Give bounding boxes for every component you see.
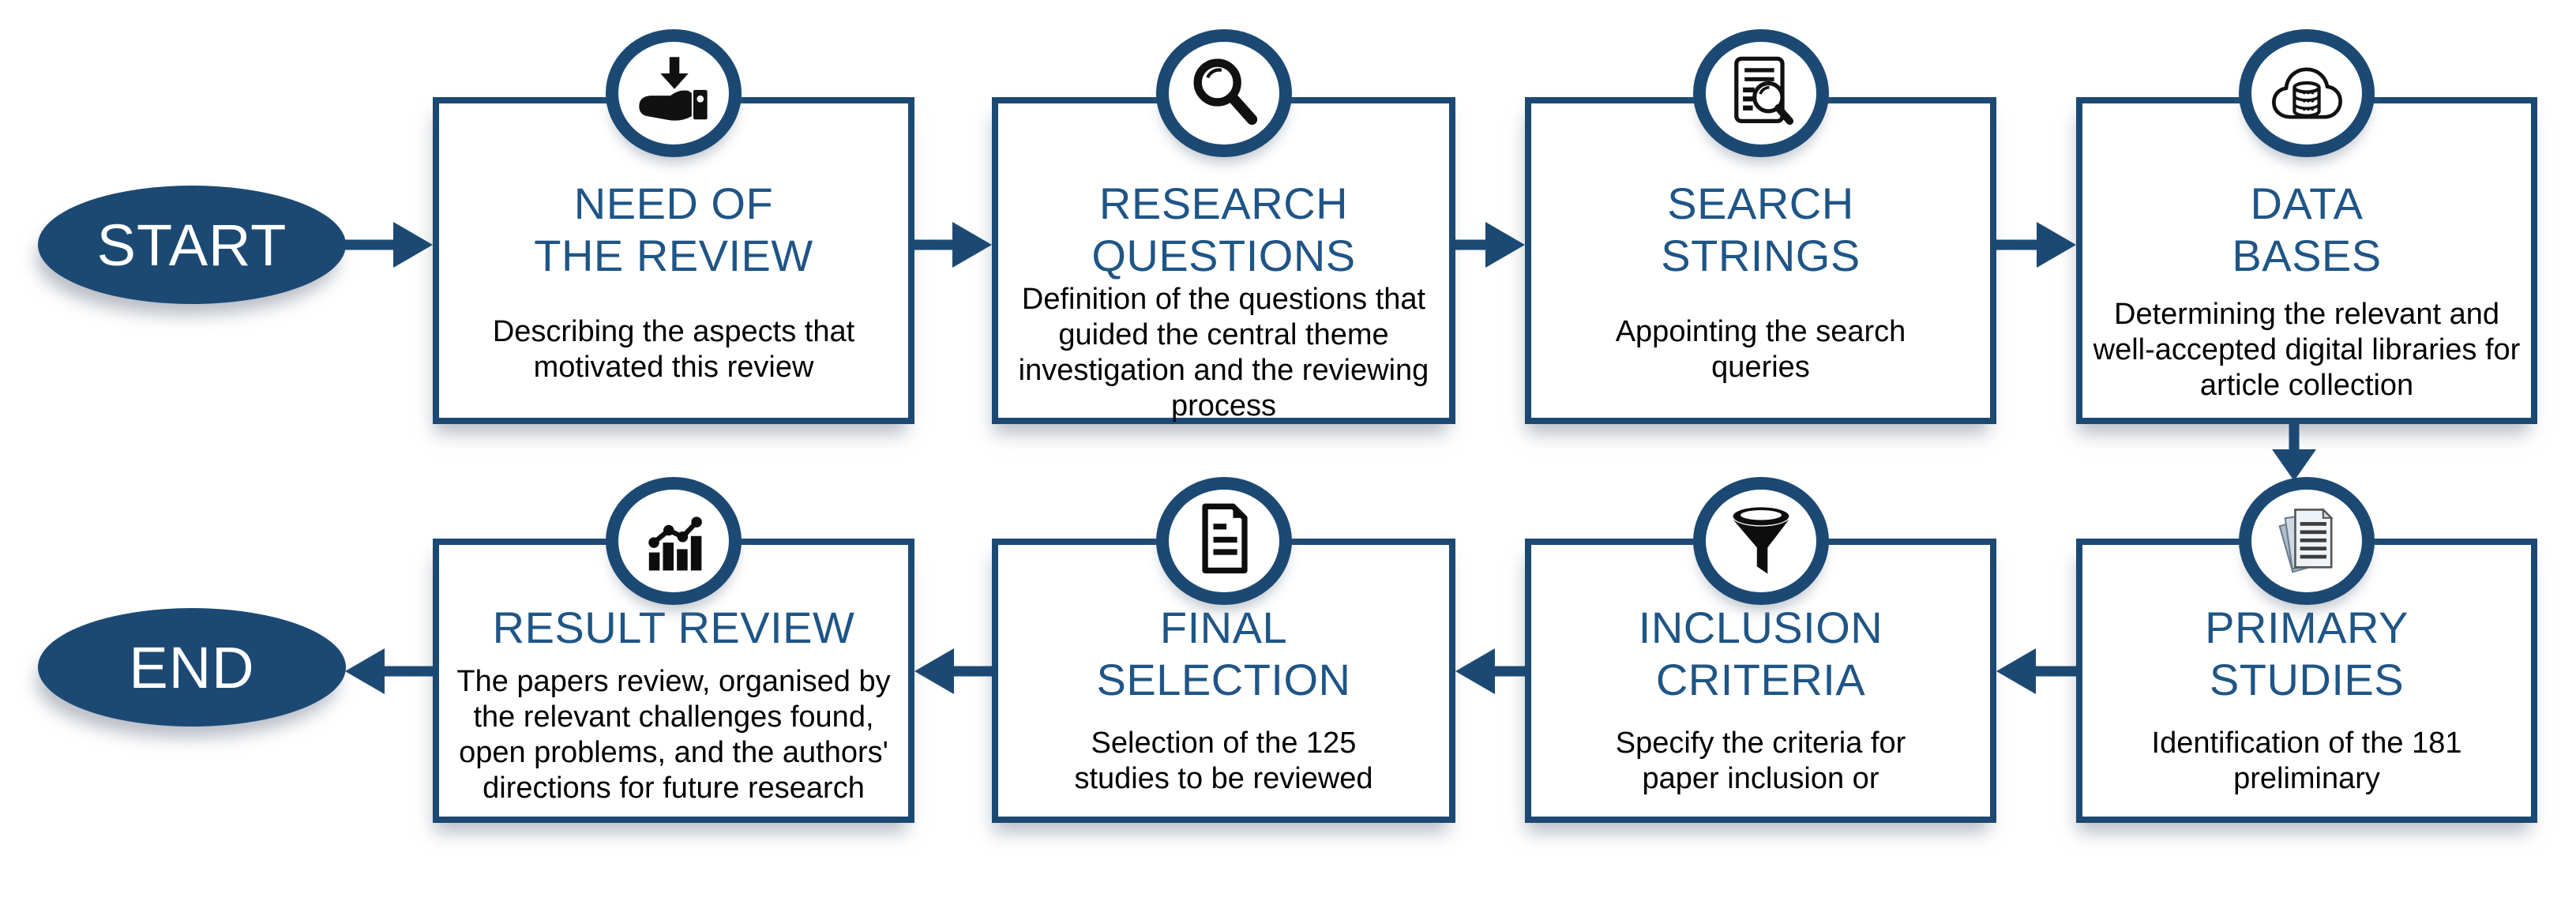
arrow-head <box>952 222 992 268</box>
bar-chart-glyph <box>648 516 702 571</box>
step-title: DATA BASES <box>2232 178 2381 282</box>
document-search-icon <box>1692 29 1829 157</box>
title-line: RESEARCH <box>1098 178 1349 228</box>
step-description-area: Identification of the 181 preliminary <box>2082 706 2531 817</box>
arrow-head <box>1455 648 1495 694</box>
title-line: THE REVIEW <box>534 231 813 280</box>
arrow-primary-to-inclusion-criteria <box>1996 648 2076 695</box>
title-line: NEED OF <box>573 178 774 228</box>
step-title: PRIMARY STUDIES <box>2205 602 2409 706</box>
arrow-head <box>393 222 433 268</box>
arrow-head <box>345 648 385 694</box>
title-line: CRITERIA <box>1655 655 1866 704</box>
arrow-shaft <box>914 239 957 250</box>
cloud-database-icon <box>2239 29 2375 157</box>
arrow-need-to-research-questions <box>914 221 992 268</box>
step-box-inclusion-criteria: INCLUSION CRITERIA Specify the criteria … <box>1525 477 1996 823</box>
step-description: Definition of the questions that guided … <box>1018 283 1429 422</box>
step-description: Selection of the 125 studies to be revie… <box>1074 727 1373 795</box>
hand-receive-icon <box>606 29 742 157</box>
arrow-shaft <box>1490 666 1525 677</box>
hand-receive-glyph <box>639 57 708 121</box>
title-line: INCLUSION <box>1638 603 1883 652</box>
arrow-start-to-need-of-the-review <box>345 221 433 268</box>
title-line: PRIMARY <box>2205 603 2409 652</box>
arrow-search-to-data-bases <box>1996 221 2076 268</box>
arrow-head <box>2037 222 2076 268</box>
title-line: QUESTIONS <box>1091 231 1356 280</box>
step-title: SEARCH STRINGS <box>1661 178 1860 282</box>
step-description-area: The papers review, organised by the rele… <box>439 654 908 817</box>
funnel-icon <box>1692 477 1829 605</box>
arrow-inclusion-to-final-selection <box>1455 648 1525 695</box>
end-terminal: END <box>38 608 346 727</box>
step-box-primary-studies: PRIMARY STUDIES Identification of the 18… <box>2076 477 2537 823</box>
magnifier-icon <box>1155 29 1292 157</box>
step-description: Identification of the 181 preliminary <box>2151 727 2462 795</box>
step-description: Describing the aspects that motivated th… <box>492 315 855 384</box>
papers-stack-glyph <box>2278 507 2334 573</box>
title-line: SEARCH <box>1667 178 1854 228</box>
step-box-search-strings: SEARCH STRINGS Appointing the search que… <box>1525 29 1996 424</box>
step-description-area: Definition of the questions that guided … <box>998 282 1449 424</box>
arrow-shaft <box>1455 239 1490 250</box>
papers-stack-icon <box>2239 477 2375 605</box>
step-description-area: Describing the aspects that motivated th… <box>439 282 908 418</box>
magnifier-glyph <box>1193 58 1257 126</box>
title-line: FINAL <box>1159 603 1288 652</box>
step-box-final-selection: FINAL SELECTION Selection of the 125 stu… <box>992 477 1455 823</box>
title-line: RESULT REVIEW <box>492 603 855 652</box>
arrow-final-to-result-review <box>914 648 992 695</box>
step-title: RESEARCH QUESTIONS <box>1091 178 1355 282</box>
bar-chart-icon <box>606 477 742 605</box>
cloud-database-glyph <box>2272 67 2342 119</box>
arrow-head <box>1996 648 2036 694</box>
title-line: STRINGS <box>1661 231 1861 280</box>
document-lines-icon <box>1155 477 1292 605</box>
step-description: Specify the criteria for paper inclusion… <box>1615 727 1906 795</box>
title-line: BASES <box>2232 231 2382 280</box>
arrow-head <box>1485 222 1525 268</box>
step-title: NEED OF THE REVIEW <box>534 178 813 282</box>
step-description-area: Selection of the 125 studies to be revie… <box>998 706 1449 817</box>
arrow-shaft <box>949 666 992 677</box>
step-title: INCLUSION CRITERIA <box>1639 602 1883 706</box>
arrow-shaft <box>2031 666 2076 677</box>
step-description-area: Specify the criteria for paper inclusion… <box>1531 706 1990 817</box>
title-line: DATA <box>2250 178 2364 228</box>
end-label: END <box>129 634 255 700</box>
arrow-head <box>914 648 954 694</box>
arrow-shaft <box>1996 239 2041 250</box>
step-description-area: Appointing the search queries <box>1531 282 1990 418</box>
start-label: START <box>96 212 287 278</box>
step-description: Appointing the search queries <box>1615 315 1906 384</box>
step-title: FINAL SELECTION <box>1097 602 1351 706</box>
step-box-research-questions: RESEARCH QUESTIONS Definition of the que… <box>992 29 1455 424</box>
step-box-data-bases: DATA BASES Determining the relevant and … <box>2076 29 2537 424</box>
arrow-shaft <box>380 666 433 677</box>
arrow-head <box>2272 449 2316 481</box>
step-title: RESULT REVIEW <box>493 602 855 654</box>
step-box-need-of-the-review: NEED OF THE REVIEW Describing the aspect… <box>433 29 914 424</box>
title-line: SELECTION <box>1096 655 1351 704</box>
step-description-area: Determining the relevant and well-accept… <box>2082 282 2531 418</box>
document-search-glyph <box>1733 56 1793 126</box>
step-description: The papers review, organised by the rele… <box>456 665 891 805</box>
document-lines-glyph <box>1201 503 1248 574</box>
step-box-result-review: RESULT REVIEW The papers review, organis… <box>433 477 914 823</box>
arrow-research-to-search-strings <box>1455 221 1525 268</box>
arrow-shaft <box>2289 424 2300 454</box>
step-description: Determining the relevant and well-accept… <box>2093 297 2521 402</box>
arrow-shaft <box>345 239 398 250</box>
funnel-glyph <box>1733 507 1789 574</box>
start-terminal: START <box>38 186 346 304</box>
arrow-result-review-to-end <box>345 648 433 695</box>
title-line: STUDIES <box>2209 655 2405 704</box>
arrow-data-bases-to-primary-studies <box>2270 424 2318 481</box>
